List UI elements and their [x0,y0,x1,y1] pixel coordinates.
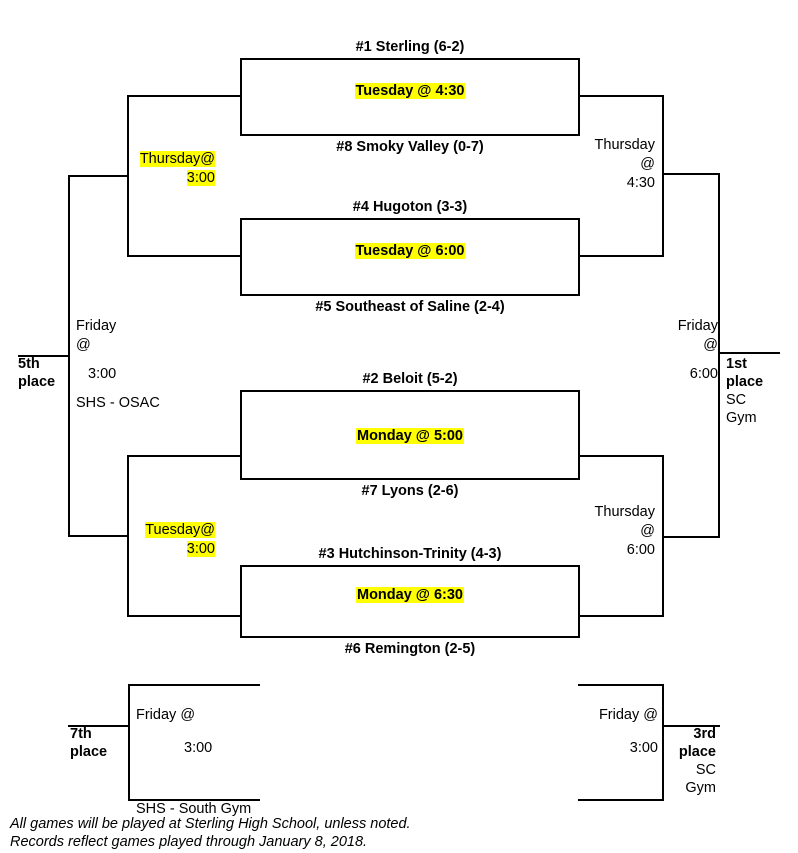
bracket-line [662,725,720,727]
seventh-place-label: 7th place [70,726,108,760]
bracket-line [662,95,664,257]
game-box-4: #3 Hutchinson-Trinity (4-3) Monday @ 6:3… [240,546,580,657]
game-time: Monday @ 5:00 [356,428,464,444]
bracket-line [128,799,260,801]
bracket-line [68,175,129,177]
bracket-line [127,615,242,617]
game-time: Tuesday @ 6:00 [354,243,466,259]
bracket-line [718,352,780,354]
bracket-line [578,684,664,686]
game-box-3: #2 Beloit (5-2) Monday @ 5:00 #7 Lyons (… [240,371,580,499]
bracket-line [127,455,242,457]
bracket-line [18,355,70,357]
team-label-top: #1 Sterling (6-2) [355,39,465,55]
third-place-game-info: Friday @ 3:00 [598,707,658,756]
game-box-1: #1 Sterling (6-2) Tuesday @ 4:30 #8 Smok… [240,39,580,155]
championship-semifinal-1-time: Thursday @ 4:30 [594,137,655,191]
fifth-place-game-info: Friday @ 3:00 SHS - OSAC [76,318,160,411]
bracket-line [68,535,129,537]
fifth-place-label: 5th place [18,356,56,390]
first-place-label: 1st place SC Gym [726,356,764,426]
bracket-line [662,684,664,801]
team-label-bottom: #8 Smoky Valley (0-7) [336,139,484,155]
team-label-top: #4 Hugoton (3-3) [352,199,468,215]
seventh-place-game-info: Friday @ 3:00 [136,707,213,756]
team-label-bottom: #7 Lyons (2-6) [361,483,459,499]
team-label-top: #2 Beloit (5-2) [362,371,458,387]
seventh-place-venue: SHS - South Gym [136,801,252,817]
team-label-bottom: #5 Southeast of Saline (2-4) [315,299,505,315]
team-label-bottom: #6 Remington (2-5) [344,641,476,657]
bracket-line [127,95,242,97]
bracket-line [718,173,720,538]
bracket-line [580,95,664,97]
bracket-line [128,684,130,801]
bracket-line [580,255,664,257]
bracket-line [68,725,130,727]
bracket-line [127,255,242,257]
championship-game-info: Friday @ 6:00 [677,318,718,382]
bracket-line [662,536,720,538]
game-time: Tuesday @ 4:30 [354,83,466,99]
consolation-semifinal-2-time: Tuesday@ 3:00 [145,522,215,557]
bracket-line [578,799,664,801]
championship-semifinal-2-time: Thursday @ 6:00 [594,504,655,558]
game-time: Monday @ 6:30 [356,587,464,603]
consolation-semifinal-1-time: Thursday@ 3:00 [139,151,215,186]
bracket-line [580,615,664,617]
footer-note-2: Records reflect games played through Jan… [10,834,368,850]
bracket-line [662,173,720,175]
game-box-2: #4 Hugoton (3-3) Tuesday @ 6:00 #5 South… [240,199,580,315]
third-place-label: 3rd place SC Gym [678,726,716,796]
bracket-line [128,684,260,686]
footer-note-1: All games will be played at Sterling Hig… [10,816,411,832]
bracket-line [580,455,664,457]
team-label-top: #3 Hutchinson-Trinity (4-3) [318,546,502,562]
